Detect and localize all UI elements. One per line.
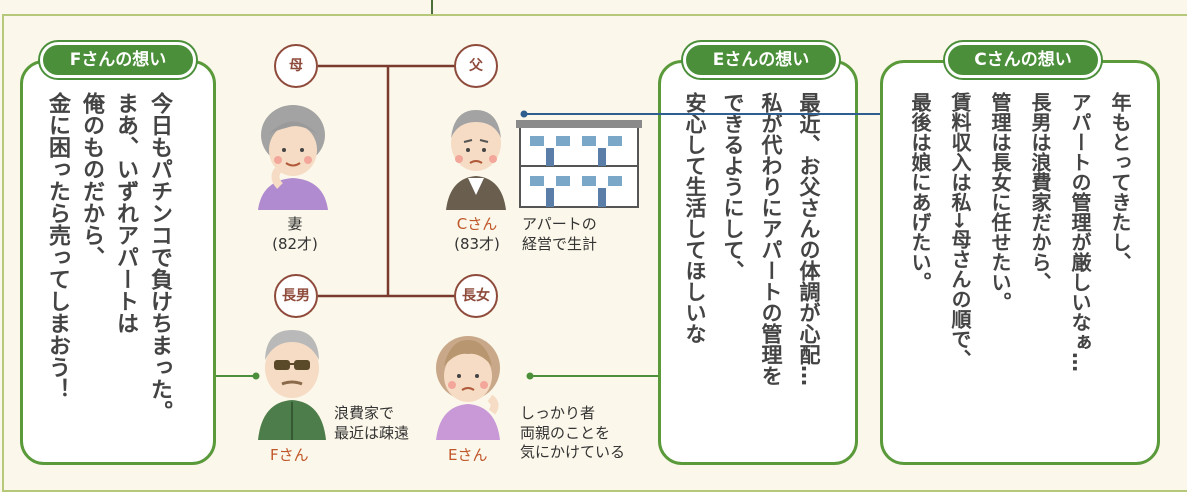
c-line-1: 年もとってきたし、 [1108,92,1132,272]
f-line-4: 金に困ったら売ってしまおう！ [45,92,70,400]
apartment-label-line-2: 経営で生計 [522,234,598,253]
c-line-6: 最後は娘にあげたい。 [908,92,932,292]
c-line-5: 賃料収入は私→母さんの順で、 [948,92,972,369]
e-line-2: 私が代わりにアパートの管理を [759,92,783,386]
f-line-2: まあ、いずれアパートは [113,92,138,334]
c-age: (83才) [454,234,500,253]
e-note-line-3: 気にかけている [520,443,626,461]
e-thoughts-text: 最近、お父さんの体調が心配… 私が代わりにアパートの管理を できるようにして、 … [676,92,828,452]
e-line-4: 安心して生活してほしいな [683,92,707,344]
e-note: しっかり者 両親のことを 気にかけている [520,404,625,463]
f-thoughts-text: 今日もパチンコで負けちまった。 まあ、いずれアパートは 俺のものだから、 金に困… [40,92,176,452]
c-thoughts-text: 年もとってきたし、 アパートの管理が厳しいなぁ… 長男は浪費家だから、 管理は長… [900,92,1140,452]
f-illustration [258,330,326,440]
daughter-badge: 長女 [454,274,498,318]
e-illustration [436,336,500,440]
f-line-3: 俺のものだから、 [79,92,104,268]
e-note-line-1: しっかり者 [520,404,596,422]
c-line-3: 長男は浪費家だから、 [1028,92,1052,292]
f-note-line-1: 浪費家で [334,404,395,422]
apartment-label: アパートの 経営で生計 [522,215,597,254]
c-illustration [446,110,506,210]
e-thoughts-panel [658,60,858,465]
c-line-2: アパートの管理が厳しいなぁ… [1068,92,1092,372]
c-thoughts-panel [880,60,1160,465]
f-note-line-2: 最近は疎遠 [334,423,410,442]
wife-age: (82才) [272,234,318,253]
c-name: Cさん [456,215,498,233]
c-label: Cさん (83才) [446,215,508,254]
e-name: Eさん [448,446,488,464]
f-line-1: 今日もパチンコで負けちまった。 [147,92,172,422]
apartment-illustration [516,120,642,208]
son-badge: 長男 [274,274,318,318]
wife-label: 妻 (82才) [271,215,319,254]
e-note-line-2: 両親のことを [520,423,611,442]
c-line-4: 管理は長女に任せたい。 [988,92,1012,312]
f-note: 浪費家で 最近は疎遠 [334,404,409,443]
wife-name: 妻 [287,215,303,233]
father-badge: 父 [454,44,498,88]
f-thoughts-panel [20,60,216,465]
mother-badge: 母 [274,44,318,88]
f-name: Fさん [270,446,309,464]
wife-illustration [258,105,328,210]
apartment-label-line-1: アパートの [522,215,597,233]
e-line-1: 最近、お父さんの体調が心配… [797,92,821,386]
e-thoughts-title: Eさんの想い [683,42,839,78]
e-line-3: できるようにして、 [721,92,745,281]
c-thoughts-title: Cさんの想い [945,42,1101,78]
f-thoughts-title: Fさんの想い [40,42,196,78]
